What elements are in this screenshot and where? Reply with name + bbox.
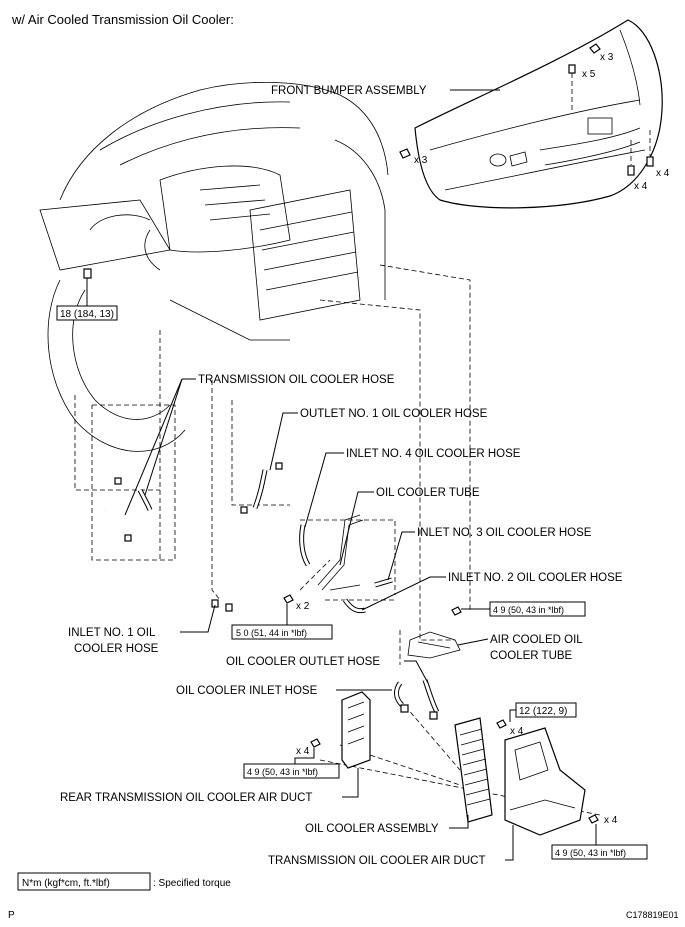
figure-id: C178819E01	[626, 910, 679, 920]
svg-text:x 2: x 2	[296, 601, 310, 612]
torque-49-rear-duct: x 4 4 9 (50, 43 in *lbf)	[243, 738, 340, 779]
air-cooled-tube-illustration	[407, 631, 461, 659]
svg-text:x 4: x 4	[656, 168, 670, 179]
oil-cooler-tube-illustration	[317, 514, 364, 591]
trans-oil-cooler-hose-illustration	[103, 477, 153, 542]
label-cooler-assy: OIL COOLER ASSEMBLY	[305, 815, 469, 835]
svg-text:TRANSMISSION OIL COOLER HOSE: TRANSMISSION OIL COOLER HOSE	[198, 374, 395, 386]
label-trans-duct: TRANSMISSION OIL COOLER AIR DUCT	[268, 825, 514, 867]
svg-text:INLET NO. 2 OIL COOLER HOSE: INLET NO. 2 OIL COOLER HOSE	[448, 572, 623, 584]
svg-text:x 3: x 3	[414, 155, 428, 166]
svg-text:INLET NO. 3 OIL COOLER HOSE: INLET NO. 3 OIL COOLER HOSE	[417, 527, 592, 539]
torque-18: 18 (184, 13)	[56, 268, 118, 321]
label-inlet-no4: INLET NO. 4 OIL COOLER HOSE	[304, 448, 521, 528]
trans-air-duct-illustration	[504, 727, 586, 836]
label-trans-hose: TRANSMISSION OIL COOLER HOSE	[124, 374, 395, 516]
svg-text:x 4: x 4	[296, 746, 310, 757]
svg-text:OIL COOLER TUBE: OIL COOLER TUBE	[376, 487, 480, 499]
torque-legend: N*m (kgf*cm, ft.*lbf) : Specified torque	[17, 872, 231, 891]
label-outlet-hose: OIL COOLER OUTLET HOSE	[226, 656, 429, 684]
oil-cooler-outlet-hose-illustration	[422, 679, 440, 720]
inlet-no3-hose-illustration	[374, 577, 393, 588]
torque-49-tube: 4 9 (50, 43 in *lbf)	[451, 601, 586, 617]
svg-text:COOLER HOSE: COOLER HOSE	[74, 643, 159, 655]
svg-text:4 9 (50, 43 in *lbf): 4 9 (50, 43 in *lbf)	[493, 605, 564, 615]
svg-text:18 (184, 13): 18 (184, 13)	[60, 309, 114, 320]
svg-text:N*m (kgf*cm, ft.*lbf): N*m (kgf*cm, ft.*lbf)	[22, 878, 110, 889]
label-inlet-no3: INLET NO. 3 OIL COOLER HOSE	[387, 527, 592, 581]
svg-text:FRONT BUMPER ASSEMBLY: FRONT BUMPER ASSEMBLY	[271, 85, 427, 97]
svg-text:INLET NO. 4 OIL COOLER HOSE: INLET NO. 4 OIL COOLER HOSE	[346, 448, 521, 460]
svg-text:x 4: x 4	[634, 181, 648, 192]
label-inlet-no2: INLET NO. 2 OIL COOLER HOSE	[361, 572, 623, 611]
svg-text:COOLER TUBE: COOLER TUBE	[490, 650, 573, 662]
svg-text:TRANSMISSION OIL COOLER AIR DU: TRANSMISSION OIL COOLER AIR DUCT	[268, 855, 485, 867]
svg-text:OIL COOLER ASSEMBLY: OIL COOLER ASSEMBLY	[305, 823, 439, 835]
front-bumper-illustration	[414, 19, 663, 209]
assembly-leader-lines	[74, 264, 601, 816]
bumper-clips: x 3 x 5 x 3 x 4 x 4	[399, 43, 670, 192]
svg-text:5 0 (51, 44 in *lbf): 5 0 (51, 44 in *lbf)	[236, 628, 307, 638]
svg-text:REAR TRANSMISSION OIL COOLER A: REAR TRANSMISSION OIL COOLER AIR DUCT	[60, 792, 312, 804]
page-title: w/ Air Cooled Transmission Oil Cooler:	[11, 12, 234, 27]
label-oil-tube: OIL COOLER TUBE	[339, 487, 480, 566]
svg-text:OIL COOLER OUTLET HOSE: OIL COOLER OUTLET HOSE	[226, 656, 380, 668]
engine-compartment-illustration	[39, 81, 389, 452]
rear-air-duct-illustration	[341, 691, 371, 769]
svg-text:x 3: x 3	[600, 52, 614, 63]
label-inlet-no1: INLET NO. 1 OIL COOLER HOSE	[68, 604, 216, 655]
svg-text:12 (122, 9): 12 (122, 9)	[519, 706, 567, 717]
label-front-bumper: FRONT BUMPER ASSEMBLY	[271, 85, 500, 97]
label-outlet-no1: OUTLET NO. 1 OIL COOLER HOSE	[269, 408, 488, 471]
inlet-no4-hose-illustration	[299, 524, 311, 567]
svg-text:x 5: x 5	[582, 69, 596, 80]
svg-text:INLET NO. 1 OIL: INLET NO. 1 OIL	[68, 627, 156, 639]
svg-text:4 9 (50, 43 in *lbf): 4 9 (50, 43 in *lbf)	[555, 848, 626, 858]
torque-12-group: 12 (122, 9) x 4	[496, 702, 577, 737]
label-inlet-hose: OIL COOLER INLET HOSE	[176, 685, 392, 697]
torque-49-trans-duct: x 4 4 9 (50, 43 in *lbf)	[551, 814, 648, 860]
svg-text:: Specified torque: : Specified torque	[153, 878, 231, 889]
svg-text:OIL COOLER INLET HOSE: OIL COOLER INLET HOSE	[176, 685, 318, 697]
inlet-no2-hose-illustration	[342, 598, 366, 614]
page-marker: P	[8, 910, 15, 921]
outlet-no1-hose-illustration	[240, 462, 283, 514]
svg-text:x 4: x 4	[604, 815, 618, 826]
oil-cooler-inlet-hose-illustration	[394, 681, 409, 713]
svg-text:OUTLET NO. 1 OIL COOLER HOSE: OUTLET NO. 1 OIL COOLER HOSE	[300, 408, 488, 420]
oil-cooler-assembly-illustration	[454, 717, 493, 823]
torque-50-group: x 2 5 0 (51, 44 in *lbf)	[231, 594, 333, 640]
label-air-tube: AIR COOLED OIL COOLER TUBE	[457, 634, 583, 662]
svg-text:x 4: x 4	[510, 726, 524, 737]
svg-text:AIR COOLED OIL: AIR COOLED OIL	[490, 634, 583, 646]
label-rear-duct: REAR TRANSMISSION OIL COOLER AIR DUCT	[60, 768, 359, 804]
svg-text:4 9 (50, 43 in *lbf): 4 9 (50, 43 in *lbf)	[247, 767, 318, 777]
inlet-no1-hose-illustration	[211, 599, 233, 612]
